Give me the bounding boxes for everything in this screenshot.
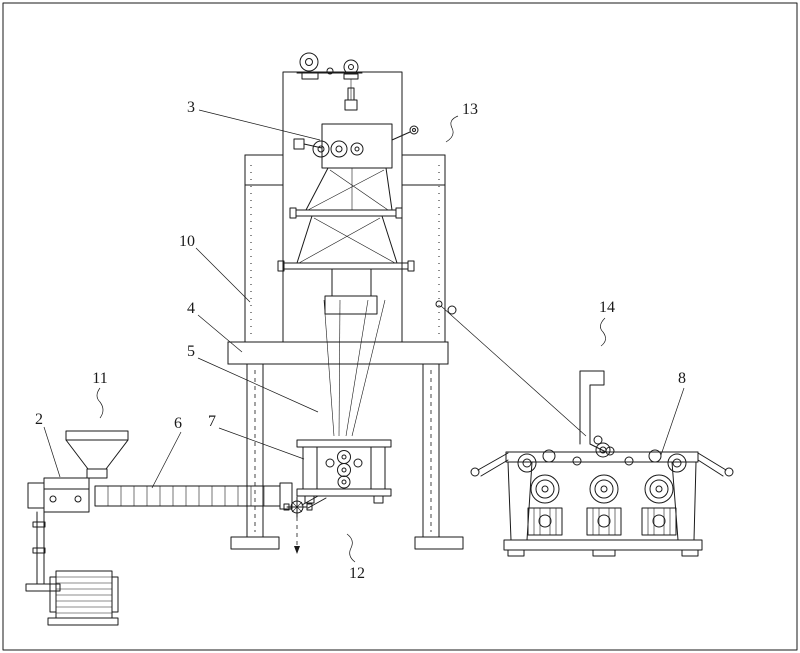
callout-11: 11 <box>92 370 107 387</box>
spreader-cones <box>277 167 415 315</box>
callout-4: 4 <box>187 300 195 317</box>
left-foot <box>230 536 280 550</box>
callout-12: 12 <box>349 565 365 582</box>
top-pulleys <box>296 52 363 100</box>
roller-machine <box>470 442 734 557</box>
pelletizer-assembly <box>296 439 392 509</box>
callout-3: 3 <box>187 99 195 116</box>
pipe-flange <box>279 482 293 510</box>
callout-2: 2 <box>35 411 43 428</box>
callout-6: 6 <box>174 415 182 432</box>
frame-bolt <box>447 305 457 315</box>
flow-arrow <box>294 546 300 554</box>
callout-10: 10 <box>179 233 195 250</box>
machine-base <box>503 539 703 551</box>
guide-bracket <box>435 300 615 456</box>
callout-7: 7 <box>208 413 216 430</box>
leader-lines <box>43 109 685 563</box>
callout-8: 8 <box>678 370 686 387</box>
feeder-gearbox <box>25 477 90 592</box>
strand-guide-line <box>440 305 587 437</box>
right-foot <box>414 536 464 550</box>
frame-legs <box>230 363 464 550</box>
drive-motor <box>47 570 119 626</box>
feed-hopper <box>65 430 129 479</box>
screw-conveyor <box>94 482 293 510</box>
callout-5: 5 <box>187 343 195 360</box>
callout-13: 13 <box>462 101 478 118</box>
top-beam <box>505 451 699 463</box>
main-frame <box>227 154 457 365</box>
upper-cabinet <box>282 71 403 343</box>
callout-labels: 3 13 10 4 5 11 2 6 7 14 8 12 <box>35 99 686 582</box>
die-head-mechanism <box>293 87 419 169</box>
discharge-valve <box>283 496 313 554</box>
callout-14: 14 <box>599 299 615 316</box>
strand-lines <box>323 299 386 437</box>
